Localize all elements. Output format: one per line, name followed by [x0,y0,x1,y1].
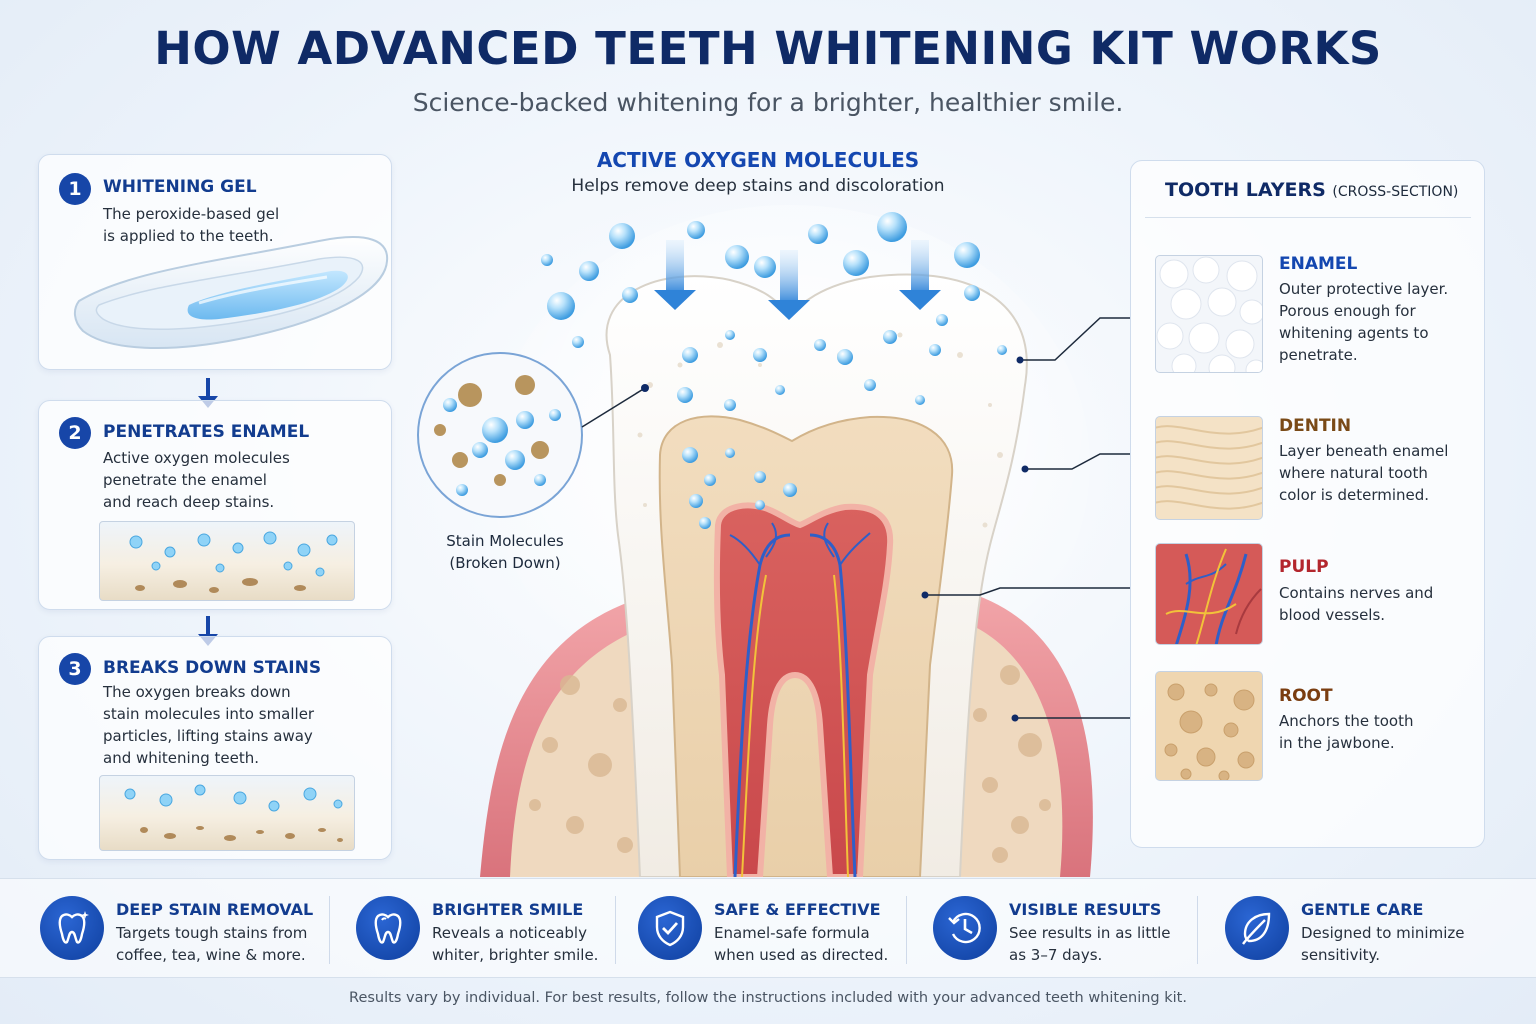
divider [615,896,616,964]
step-card-2: 2 PENETRATES ENAMEL Active oxygen molecu… [38,400,392,610]
layer-desc-enamel: Outer protective layer.Porous enough for… [1279,280,1449,364]
oxygen-molecules-title: ACTIVE OXYGEN MOLECULES [596,148,920,172]
layer-name-enamel: ENAMEL [1279,254,1358,274]
layer-name-pulp: PULP [1279,557,1329,577]
benefit-visible-results: VISIBLE RESULTS See results in as little… [933,896,1193,968]
leaf-icon [1225,896,1289,960]
root-swatch [1155,671,1263,781]
step-number-2: 2 [59,417,91,449]
sparkle-tooth-icon [40,896,104,960]
disclaimer-footer: Results vary by individual. For best res… [349,990,1187,1006]
stain-molecules-label: Stain Molecules (Broken Down) [446,532,564,572]
tooth-layers-heading: TOOTH LAYERS (CROSS-SECTION) [1165,179,1459,201]
benefit-deep-stain-removal: DEEP STAIN REMOVAL Targets tough stains … [40,896,340,968]
divider [906,896,907,964]
page-title: HOW ADVANCED TEETH WHITENING KIT WORKS [154,22,1382,75]
whitening-tray-icon [73,236,389,349]
step-number-3: 3 [59,653,91,685]
stain-molecule-icon [434,375,561,496]
pulp-swatch [1155,543,1263,645]
oxygen-bubble-icon [541,212,1007,529]
layer-name-root: ROOT [1279,686,1333,706]
dentin-swatch [1155,416,1263,520]
tooth-icon [356,896,420,960]
divider [1145,217,1471,218]
step-title-2: PENETRATES ENAMEL [103,422,310,442]
step-title-1: WHITENING GEL [103,177,257,197]
divider [1197,896,1198,964]
clock-icon [933,896,997,960]
enamel-penetration-illustration [99,521,355,601]
tooth-cross-section-illustration [417,205,1130,877]
tooth-layers-panel: TOOTH LAYERS (CROSS-SECTION) ENAMEL Oute… [1130,160,1485,848]
step-title-3: BREAKS DOWN STAINS [103,658,322,678]
divider [329,896,330,964]
page-subtitle: Science-backed whitening for a brighter,… [412,88,1124,117]
step-card-3: 3 BREAKS DOWN STAINS The oxygen breaks d… [38,636,392,860]
step-number-1: 1 [59,173,91,205]
layer-name-dentin: DENTIN [1279,416,1352,436]
shield-check-icon [638,896,702,960]
oxygen-molecules-subtitle: Helps remove deep stains and discolorati… [571,176,945,196]
stain-breakdown-illustration [99,775,355,851]
enamel-swatch [1155,255,1263,373]
arrow-down-icon [654,240,941,320]
